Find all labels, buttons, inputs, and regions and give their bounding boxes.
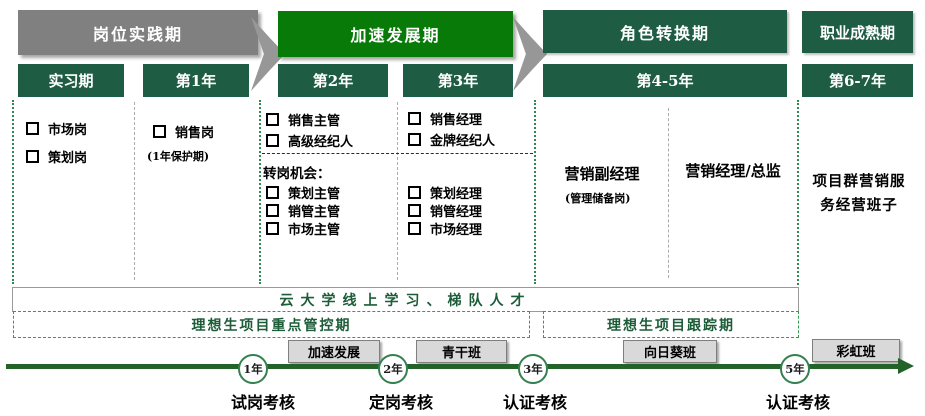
assessment-label-cert1: 认证考核	[502, 393, 568, 412]
phase-maturity: 职业成熟期	[802, 11, 913, 53]
checkbox-icon	[408, 133, 421, 146]
checkbox-icon	[266, 113, 279, 126]
yearbox-year45: 第4-5年	[543, 64, 787, 97]
phase-divider-line	[797, 100, 799, 285]
online-learning-band: 云大学线上学习、梯队人才	[12, 287, 799, 312]
right-arrow-icon	[513, 17, 547, 91]
role-project-group-line1: 项目群营销服	[812, 173, 906, 190]
transfer-divider-line	[262, 153, 533, 154]
list-item: 市场经理	[408, 219, 482, 238]
checkbox-icon	[408, 112, 421, 125]
list-item: 销管主管	[266, 201, 340, 220]
transfer-heading: 转岗机会：	[263, 166, 331, 182]
training-qinggan-class: 青干班	[416, 340, 507, 363]
checkbox-icon	[266, 186, 279, 199]
yearbox-intern: 实习期	[18, 64, 124, 97]
training-sunflower-class: 向日葵班	[623, 340, 717, 363]
list-item: 策划主管	[266, 183, 340, 202]
role-manager-director: 营销经理/总监	[685, 162, 781, 180]
checkbox-icon	[408, 222, 421, 235]
milestone-circle-2yr: 2年	[378, 354, 408, 384]
list-item: 策划经理	[408, 183, 482, 202]
checkbox-icon	[153, 125, 166, 138]
checkbox-icon	[26, 150, 39, 163]
list-item: 市场主管	[266, 219, 340, 238]
role-project-group-line2: 务经营班子	[820, 197, 898, 214]
checkbox-icon	[266, 204, 279, 217]
list-item: 销售主管	[266, 110, 340, 129]
list-item: 高级经纪人	[266, 131, 353, 150]
checkbox-icon	[266, 134, 279, 147]
milestone-circle-3yr: 3年	[518, 354, 548, 384]
list-item: 销售经理	[408, 109, 482, 128]
phase-acceleration: 加速发展期	[278, 11, 513, 57]
tracking-band: 理想生项目跟踪期	[543, 311, 799, 338]
phase-practice: 岗位实践期	[18, 10, 258, 55]
column-divider-line	[668, 108, 669, 278]
role-deputy-manager: 营销副经理	[564, 165, 640, 183]
column-divider-line	[134, 102, 135, 280]
yearbox-year67: 第6-7年	[802, 64, 913, 97]
assessment-label-trial: 试岗考核	[230, 393, 296, 412]
phase-divider-line	[12, 100, 14, 284]
reserve-note: (管理储备岗)	[565, 192, 631, 205]
list-item: 市场岗	[26, 119, 87, 138]
list-item: 销售岗	[153, 122, 214, 141]
yearbox-year3: 第3年	[403, 64, 513, 97]
protection-note: (1年保护期)	[147, 150, 210, 163]
list-item: 策划岗	[26, 147, 87, 166]
column-divider-line	[397, 102, 398, 280]
assessment-label-fixed: 定岗考核	[368, 393, 434, 412]
training-rainbow-class: 彩虹班	[812, 339, 900, 362]
checkbox-icon	[408, 186, 421, 199]
yearbox-year2: 第2年	[278, 64, 388, 97]
checkbox-icon	[408, 204, 421, 217]
milestone-circle-5yr: 5年	[780, 354, 810, 384]
timeline-line	[6, 364, 900, 369]
checkbox-icon	[266, 222, 279, 235]
key-control-band: 理想生项目重点管控期	[13, 311, 530, 338]
phase-divider-line	[259, 100, 261, 284]
list-item: 金牌经纪人	[408, 130, 495, 149]
training-accelerate: 加速发展	[288, 340, 380, 363]
yearbox-year1: 第1年	[143, 64, 249, 97]
phase-role-change: 角色转换期	[543, 10, 787, 53]
timeline-arrowhead-icon	[898, 358, 914, 374]
list-item: 销管经理	[408, 201, 482, 220]
checkbox-icon	[26, 122, 39, 135]
milestone-circle-1yr: 1年	[238, 354, 268, 384]
phase-divider-line	[534, 100, 536, 284]
assessment-label-cert2: 认证考核	[765, 393, 831, 412]
